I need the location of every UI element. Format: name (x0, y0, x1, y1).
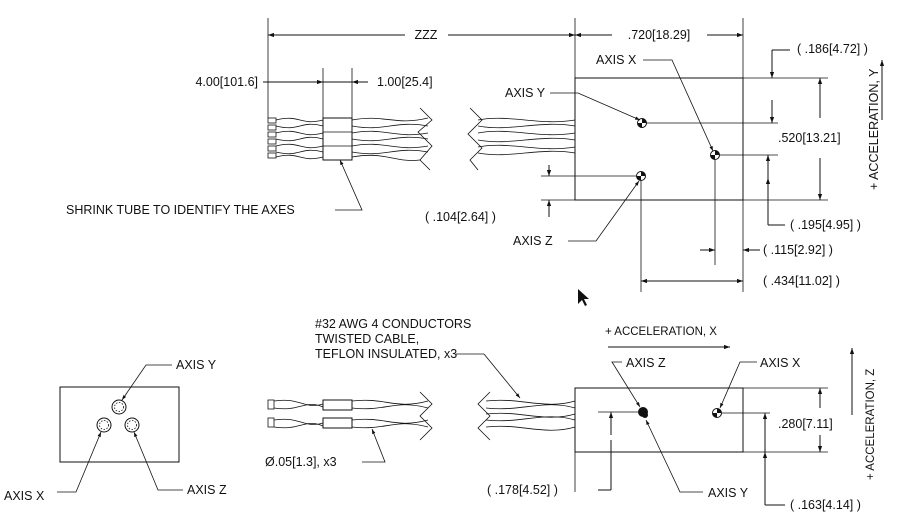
pigtail-length-label: 4.00[101.6] (195, 75, 258, 89)
dim-520: .520[13.21] (778, 78, 841, 200)
bottom-view: #32 AWG 4 CONDUCTORS TWISTED CABLE, TEFL… (265, 317, 877, 512)
accel-x-label: + ACCELERATION, X (605, 326, 717, 338)
diameter-note: Ø.05[1.3], x3 (265, 455, 337, 469)
bottom-axis-z-label: AXIS Z (626, 356, 666, 370)
end-view-block (59, 386, 180, 463)
dim-163-label: ( .163[4.14] ) (790, 498, 861, 512)
dim-280: .280[7.11] (778, 388, 833, 452)
block-width-dimension: .720[18.29] (575, 28, 743, 42)
dim-178: ( .178[4.52] ) (487, 412, 614, 497)
end-axis-y-label: AXIS Y (176, 358, 217, 372)
bottom-axis-y-label: AXIS Y (708, 486, 749, 500)
dim-104: ( .104[2.64] ) (425, 165, 636, 224)
cable-note-line1: #32 AWG 4 CONDUCTORS (315, 317, 471, 331)
block-width-label: .720[18.29] (628, 28, 691, 42)
dim-434: ( .434[11.02] ) (641, 274, 840, 288)
bottom-axis-z-marker (638, 407, 648, 418)
overall-length-label: ZZZ (415, 28, 438, 42)
cursor-icon (578, 289, 589, 306)
end-axis-z-cable (124, 417, 140, 433)
top-axis-y-label: AXIS Y (505, 86, 546, 100)
pigtail-dimension: 4.00[101.6] 1.00[25.4] (195, 75, 432, 89)
top-axis-x-label: AXIS X (596, 53, 637, 67)
dim-195-label: ( .195[4.95] ) (790, 218, 861, 232)
dim-186-label: ( .186[4.72] ) (797, 42, 868, 56)
overall-length-dimension: ZZZ (268, 28, 575, 42)
top-cable-left (275, 107, 433, 171)
shrink-tube (322, 117, 353, 161)
bottom-cable-left (267, 391, 433, 441)
end-axis-z-label: AXIS Z (187, 483, 227, 497)
end-axis-x-cable (96, 417, 112, 433)
dim-520-label: .520[13.21] (778, 131, 841, 145)
dim-163: ( .163[4.14] ) (762, 413, 861, 512)
dim-186: ( .186[4.72] ) (769, 42, 868, 123)
dim-434-label: ( .434[11.02] ) (763, 274, 840, 288)
shrink-length-label: 1.00[25.4] (377, 75, 433, 89)
end-view: AXIS Y AXIS X AXIS Z (4, 358, 227, 503)
accel-z-indicator: + ACCELERATION, Z (849, 348, 877, 480)
dim-115-label: ( .115[2.92] ) (763, 243, 833, 257)
dim-178-label: ( .178[4.52] ) (487, 483, 558, 497)
bottom-axis-x-label: AXIS X (760, 356, 801, 370)
dim-280-label: .280[7.11] (778, 417, 833, 431)
cable-note-line3: TEFLON INSULATED, x3 (315, 347, 457, 361)
end-axis-y-cable (111, 399, 127, 415)
accel-x-indicator: + ACCELERATION, X (605, 326, 730, 350)
dim-195: ( .195[4.95] ) (765, 155, 861, 232)
dim-115: ( .115[2.92] ) (700, 243, 833, 257)
bottom-shrink-tube-1 (322, 399, 353, 411)
dim-104-label: ( .104[2.64] ) (425, 210, 496, 224)
top-view: ZZZ .720[18.29] 4.00[101.6] 1.00[25.4] (66, 18, 885, 292)
top-cable-right (467, 107, 576, 171)
bottom-shrink-tube-2 (322, 417, 353, 429)
top-sensor-block (574, 77, 744, 201)
accel-y-indicator: + ACCELERATION, Y (867, 60, 885, 190)
axis-x-marker (710, 150, 720, 160)
axis-z-marker (636, 171, 646, 181)
end-axis-x-label: AXIS X (4, 489, 45, 503)
top-wire-ends (267, 117, 277, 159)
shrink-tube-note: SHRINK TUBE TO IDENTIFY THE AXES (66, 203, 295, 217)
bottom-axis-x-marker (712, 408, 722, 418)
bottom-sensor-block (574, 387, 744, 453)
accel-y-label: + ACCELERATION, Y (867, 68, 881, 190)
bottom-cable-right (477, 391, 576, 441)
top-axis-z-label: AXIS Z (513, 234, 553, 248)
cable-note-line2: TWISTED CABLE, (315, 332, 419, 346)
accel-z-label: + ACCELERATION, Z (865, 369, 877, 480)
